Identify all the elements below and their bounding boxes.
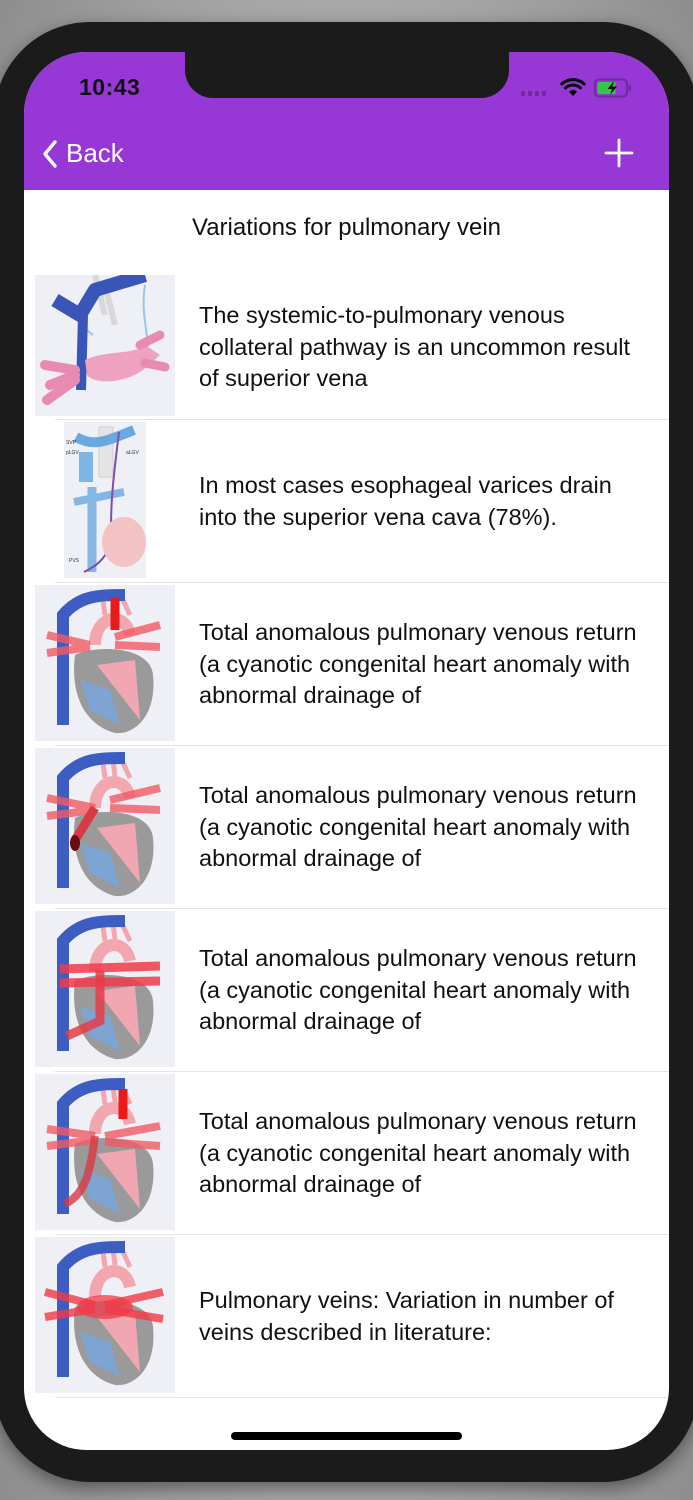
item-text: In most cases esophageal varices drain i… bbox=[199, 472, 612, 530]
list-item[interactable]: Total anomalous pulmonary venous return … bbox=[24, 583, 669, 746]
item-text: Total anomalous pulmonary venous return … bbox=[199, 619, 637, 709]
cellular-signal-icon bbox=[521, 91, 546, 96]
item-text: The systemic-to-pulmonary venous collate… bbox=[199, 302, 631, 392]
page-title: Variations for pulmonary vein bbox=[191, 214, 502, 241]
add-button[interactable] bbox=[604, 138, 634, 173]
chevron-left-icon bbox=[43, 139, 57, 168]
list-item[interactable]: SVP pLGV aLGV PVS In most cases esophage… bbox=[24, 420, 669, 583]
item-text: Total anomalous pulmonary venous return … bbox=[199, 1108, 637, 1198]
back-label: Back bbox=[66, 138, 124, 168]
plus-icon bbox=[604, 138, 634, 168]
status-time: 10:43 bbox=[79, 74, 141, 100]
svg-text:PVS: PVS bbox=[69, 558, 80, 564]
list-item[interactable]: Total anomalous pulmonary venous return … bbox=[24, 909, 669, 1072]
thumbnail-image bbox=[35, 268, 175, 416]
svg-text:aLGV: aLGV bbox=[126, 450, 139, 456]
list-item[interactable]: Total anomalous pulmonary venous return … bbox=[24, 746, 669, 909]
thumbnail-image bbox=[35, 911, 175, 1067]
thumbnail-image bbox=[35, 1237, 175, 1393]
device-notch bbox=[185, 52, 509, 98]
variations-list: The systemic-to-pulmonary venous collate… bbox=[24, 268, 669, 1398]
back-button[interactable]: Back bbox=[42, 138, 124, 169]
list-item[interactable]: Total anomalous pulmonary venous return … bbox=[24, 1072, 669, 1235]
screen: 10:43 Back bbox=[24, 52, 669, 1450]
list-item[interactable]: The systemic-to-pulmonary venous collate… bbox=[24, 268, 669, 420]
item-text: Total anomalous pulmonary venous return … bbox=[199, 945, 637, 1035]
thumbnail-image: SVP pLGV aLGV PVS bbox=[64, 422, 146, 578]
battery-charging-icon bbox=[594, 78, 632, 103]
thumbnail-image bbox=[35, 585, 175, 741]
home-indicator[interactable] bbox=[231, 1432, 462, 1440]
svg-text:pLGV: pLGV bbox=[66, 450, 79, 456]
list-item[interactable]: Pulmonary veins: Variation in number of … bbox=[24, 1235, 669, 1398]
wifi-icon bbox=[560, 78, 586, 103]
item-text: Total anomalous pulmonary venous return … bbox=[199, 782, 637, 872]
item-text: Pulmonary veins: Variation in number of … bbox=[199, 1287, 614, 1345]
navigation-bar: 10:43 Back bbox=[24, 52, 669, 190]
thumbnail-image bbox=[35, 748, 175, 904]
svg-text:SVP: SVP bbox=[66, 440, 77, 446]
thumbnail-image bbox=[35, 1074, 175, 1230]
